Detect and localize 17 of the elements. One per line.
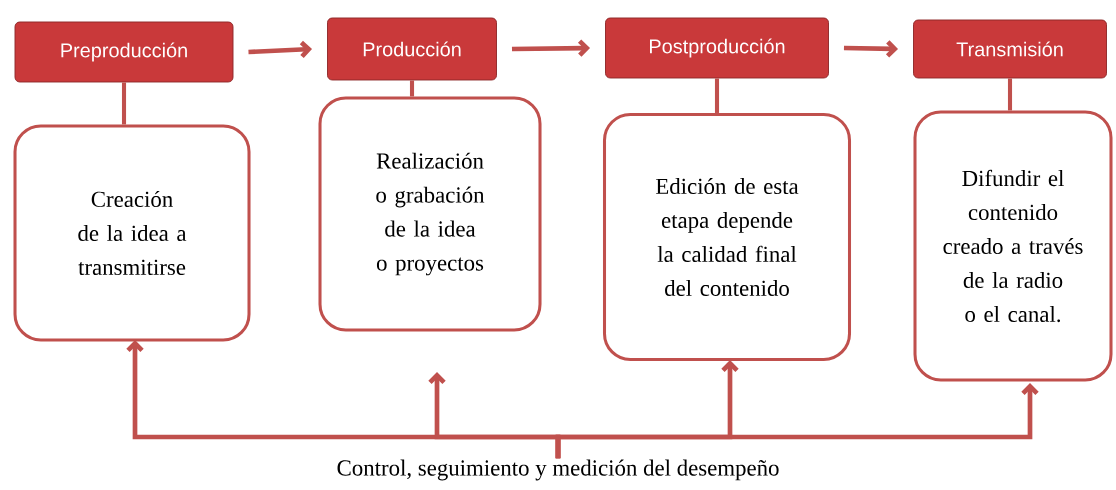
- connector-line: [714, 78, 720, 113]
- stage-box: Preproducción: [14, 21, 234, 83]
- feedback-arrow: [555, 383, 1039, 459]
- description-box: Creación de la idea a transmitirse: [13, 124, 251, 342]
- connector-line: [121, 82, 127, 125]
- connector-line: [1007, 78, 1013, 111]
- arrow: [843, 40, 899, 58]
- stage-box: Producción: [327, 17, 497, 81]
- stage-box: Postproducción: [605, 17, 829, 79]
- caption-text: Control, seguimiento y medición del desempeño: [337, 459, 779, 481]
- stage-box: Transmisión: [913, 19, 1107, 79]
- connector-line: [409, 80, 415, 97]
- arrow: [511, 39, 591, 57]
- description-box: Difundir el contenido creado a través de la radio o el canal.: [913, 110, 1113, 382]
- description-box: Realización o grabación de la idea o proyectos: [318, 96, 542, 332]
- arrow: [248, 40, 313, 59]
- description-box: Edición de esta etapa depende la calidad final del contenido: [603, 112, 852, 361]
